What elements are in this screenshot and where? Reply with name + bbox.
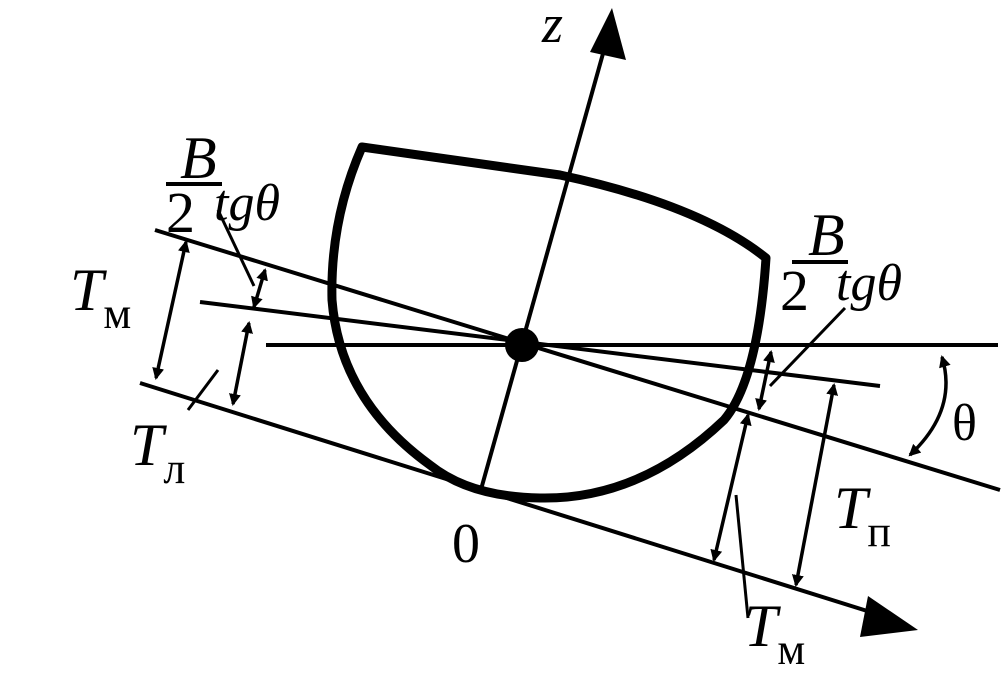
tp-main: T <box>834 475 871 541</box>
center-of-gravity-dot <box>505 328 539 362</box>
tm-right-main: T <box>744 593 781 659</box>
tm-right-sub: м <box>777 625 805 674</box>
btg-left-leader <box>216 209 256 287</box>
tp-sub: п <box>867 507 891 556</box>
btg-left-numerator: B <box>180 125 217 191</box>
btg-left-dimension <box>251 268 268 309</box>
z-axis-label: z <box>541 0 563 54</box>
baseline-arrow-icon <box>860 596 918 637</box>
tl-main: T <box>130 412 167 478</box>
btg-right-numerator: B <box>808 202 845 268</box>
btg-right-denominator: 2 <box>780 258 809 323</box>
btg-right-dimension <box>755 350 775 411</box>
theta-arc <box>908 355 951 457</box>
tm-left-dimension <box>152 240 190 380</box>
z-axis <box>478 49 606 494</box>
btg-left-rest: tgθ <box>214 175 280 232</box>
tm-left-label: Tм <box>70 257 131 338</box>
tm-left-sub: м <box>103 289 131 338</box>
tl-leader <box>186 369 220 411</box>
btg-right-leader <box>768 306 847 388</box>
tm-left-main: T <box>70 257 107 323</box>
btg-left-denominator: 2 <box>166 180 195 245</box>
tm-right-leader <box>734 494 750 619</box>
tp-dimension <box>791 383 839 587</box>
btg-right-label: B 2 tgθ <box>780 202 902 323</box>
tl-dimension <box>229 321 253 406</box>
theta-label: θ <box>952 395 977 452</box>
btg-left-label: B 2 tgθ <box>166 125 280 245</box>
tm-right-label: Tм <box>744 593 805 674</box>
z-axis-arrow-icon <box>590 8 626 60</box>
origin-label: 0 <box>452 513 480 575</box>
tp-label: Tп <box>834 475 891 556</box>
tm-right-dimension <box>710 413 752 562</box>
tl-label: Tл <box>130 412 185 493</box>
btg-right-rest: tgθ <box>836 255 902 312</box>
hull-outline <box>327 142 771 503</box>
inclined-waterline-upper-left <box>154 228 1001 492</box>
tl-sub: л <box>163 444 185 493</box>
